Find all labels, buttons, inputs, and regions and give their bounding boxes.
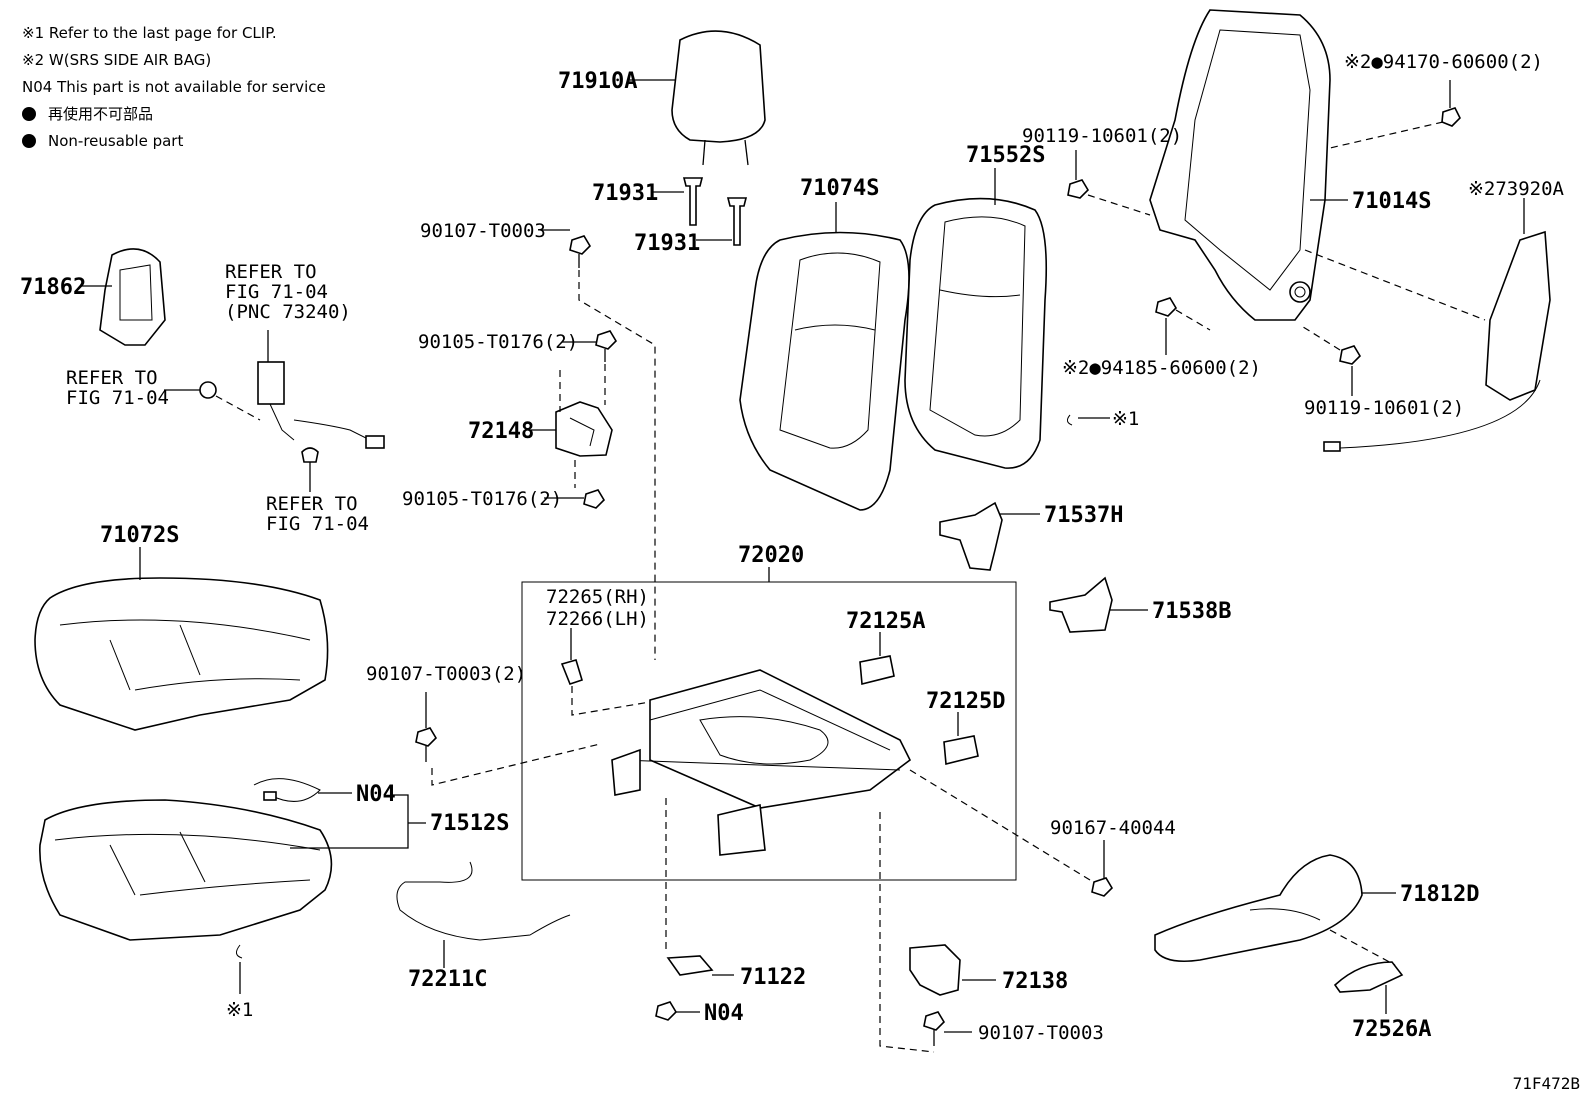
label-94170-60600[interactable]: ※2●94170-60600(2)	[1344, 51, 1543, 73]
cover-71538B-part[interactable]	[1049, 576, 1113, 633]
grommet-lower-part[interactable]	[301, 447, 319, 463]
switch-72125A-part[interactable]	[859, 655, 895, 686]
label-73920A[interactable]: ※273920A	[1468, 178, 1565, 200]
label-72148[interactable]: 72148	[468, 419, 534, 444]
label-71122[interactable]: 71122	[740, 965, 806, 990]
label-N04-lower[interactable]: N04	[704, 1001, 744, 1026]
label-clip-lower[interactable]: ※1	[226, 999, 253, 1021]
note-non-reusable-en-text: Non-reusable part	[48, 132, 184, 150]
headrest-support-part[interactable]	[682, 177, 748, 246]
label-90105-T0176-lower[interactable]: 90105-T0176(2)	[402, 488, 562, 510]
seatback-frame-part[interactable]	[1149, 9, 1331, 321]
label-71074S[interactable]: 71074S	[800, 176, 879, 201]
label-71537H[interactable]: 71537H	[1044, 503, 1123, 528]
clip-lower-icon	[236, 944, 243, 959]
figure-id: 71F472B	[1512, 1074, 1580, 1093]
label-refer-fig-71-04-b-line2: FIG 71-04	[66, 387, 169, 409]
grommet-part[interactable]	[199, 381, 217, 399]
label-N04-upper[interactable]: N04	[356, 782, 396, 807]
nut-94185-part[interactable]	[1155, 297, 1178, 317]
label-90119-10601-upper[interactable]: 90119-10601(2)	[1022, 125, 1182, 147]
wire-72211C-part[interactable]	[396, 861, 571, 941]
non-reusable-dot-icon	[22, 134, 36, 148]
label-71931-lower[interactable]: 71931	[634, 231, 700, 256]
label-94185-60600[interactable]: ※2●94185-60600(2)	[1062, 357, 1261, 379]
label-72526A[interactable]: 72526A	[1352, 1017, 1431, 1042]
clip-icon	[1066, 414, 1073, 426]
label-71538B[interactable]: 71538B	[1152, 599, 1231, 624]
seatbelt-buckle-part[interactable]	[257, 361, 385, 449]
label-clip-upper[interactable]: ※1	[1112, 408, 1139, 430]
note-clip: ※1 Refer to the last page for CLIP.	[22, 24, 277, 42]
non-reusable-dot-icon	[22, 107, 36, 121]
cover-71537H-part[interactable]	[939, 501, 1003, 571]
label-90107-T0003-pair[interactable]: 90107-T0003(2)	[366, 663, 526, 685]
note-non-reusable-jp: 再使用不可部品	[22, 101, 326, 128]
bolt-90119-lower-part[interactable]	[1339, 345, 1362, 365]
label-71862[interactable]: 71862	[20, 275, 86, 300]
cushion-cover-part[interactable]	[34, 577, 329, 731]
label-71552S[interactable]: 71552S	[966, 143, 1045, 168]
screw-n04-part[interactable]	[655, 1001, 678, 1021]
note-non-reusable-jp-text: 再使用不可部品	[48, 105, 154, 123]
seatback-pad-part[interactable]	[904, 197, 1047, 469]
legend-notes: ※1 Refer to the last page for CLIP. ※2 W…	[22, 20, 326, 155]
cover-72138-part[interactable]	[909, 944, 961, 996]
note-non-reusable-en: Non-reusable part	[22, 128, 326, 155]
headrest-part[interactable]	[671, 30, 766, 166]
label-90107-T0003-upper[interactable]: 90107-T0003	[420, 220, 546, 242]
label-71072S[interactable]: 71072S	[100, 523, 179, 548]
seat-track-part[interactable]	[611, 669, 912, 856]
label-71014S[interactable]: 71014S	[1352, 189, 1431, 214]
label-72125A[interactable]: 72125A	[846, 609, 925, 634]
label-72125D[interactable]: 72125D	[926, 689, 1005, 714]
bracket-72148-part[interactable]	[555, 401, 613, 457]
side-shield-part[interactable]	[1154, 854, 1363, 963]
label-71812D[interactable]: 71812D	[1400, 882, 1479, 907]
label-refer-fig-71-04-a-line1: REFER TO	[225, 261, 317, 283]
switch-72125D-part[interactable]	[943, 735, 979, 766]
bolt-90107-pair-part[interactable]	[415, 727, 438, 762]
harness-n04-part[interactable]	[253, 778, 321, 802]
label-refer-fig-71-04-c-line1: REFER TO	[266, 493, 358, 515]
bolt-90107-lower-part[interactable]	[923, 1011, 946, 1046]
label-72211C[interactable]: 72211C	[408, 967, 487, 992]
label-refer-fig-71-04-c-line2: FIG 71-04	[266, 513, 369, 535]
note-side-airbag: ※2 W(SRS SIDE AIR BAG)	[22, 51, 212, 69]
hinge-cover-part[interactable]	[99, 248, 166, 346]
label-72265-RH[interactable]: 72265(RH)	[546, 586, 649, 608]
bolt-90105-lower-part[interactable]	[583, 489, 606, 509]
nut-94170-part[interactable]	[1441, 107, 1461, 127]
label-71931-upper[interactable]: 71931	[592, 181, 658, 206]
side-airbag-part[interactable]	[1323, 230, 1551, 452]
label-90167-40044[interactable]: 90167-40044	[1050, 817, 1176, 839]
bolt-90167-part[interactable]	[1091, 877, 1114, 897]
cap-72526A-part[interactable]	[1333, 961, 1404, 993]
label-72020[interactable]: 72020	[738, 543, 804, 568]
label-72266-LH[interactable]: 72266(LH)	[546, 608, 649, 630]
label-90105-T0176-upper[interactable]: 90105-T0176(2)	[418, 331, 578, 353]
bolt-90119-upper-part[interactable]	[1067, 179, 1090, 199]
label-refer-fig-71-04-a-line3: (PNC 73240)	[225, 301, 351, 323]
bolt-90105-upper-part[interactable]	[595, 330, 618, 362]
label-90107-T0003-lower[interactable]: 90107-T0003	[978, 1022, 1104, 1044]
cushion-pad-part[interactable]	[39, 799, 333, 941]
cover-72265-part[interactable]	[560, 659, 583, 685]
label-72138[interactable]: 72138	[1002, 969, 1068, 994]
label-refer-fig-71-04-a-line2: FIG 71-04	[225, 281, 328, 303]
label-71512S[interactable]: 71512S	[430, 811, 509, 836]
label-90119-10601-lower[interactable]: 90119-10601(2)	[1304, 397, 1464, 419]
seatback-cover-part[interactable]	[739, 231, 910, 511]
note-n04: N04 This part is not available for servi…	[22, 78, 326, 96]
bolt-90107-upper-part[interactable]	[569, 235, 592, 268]
label-refer-fig-71-04-b-line1: REFER TO	[66, 367, 158, 389]
connector-71122-part[interactable]	[666, 955, 714, 976]
label-71910A[interactable]: 71910A	[558, 69, 637, 94]
